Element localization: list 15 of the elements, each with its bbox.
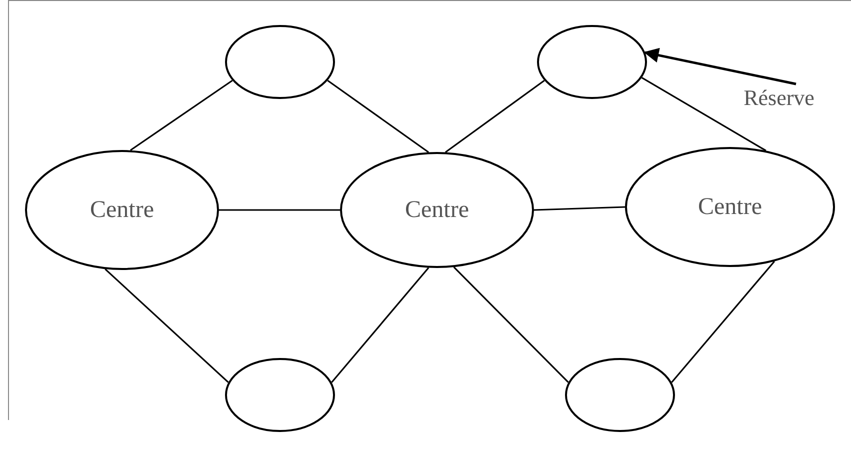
callout-label: Réserve: [744, 85, 814, 111]
node-label: Centre: [405, 196, 469, 224]
connector-line: [444, 80, 545, 153]
node-label: Centre: [90, 196, 154, 224]
connector-line: [327, 80, 429, 153]
connector-line: [534, 206, 626, 211]
connector-line: [219, 209, 340, 211]
arrow: [644, 48, 796, 86]
connector-line: [453, 266, 569, 383]
connector-line: [104, 268, 229, 383]
node-label: Centre: [698, 194, 762, 220]
connector-line: [641, 76, 766, 152]
connector-line: [130, 80, 233, 151]
connector-line: [671, 260, 775, 383]
connector-line: [331, 267, 430, 383]
